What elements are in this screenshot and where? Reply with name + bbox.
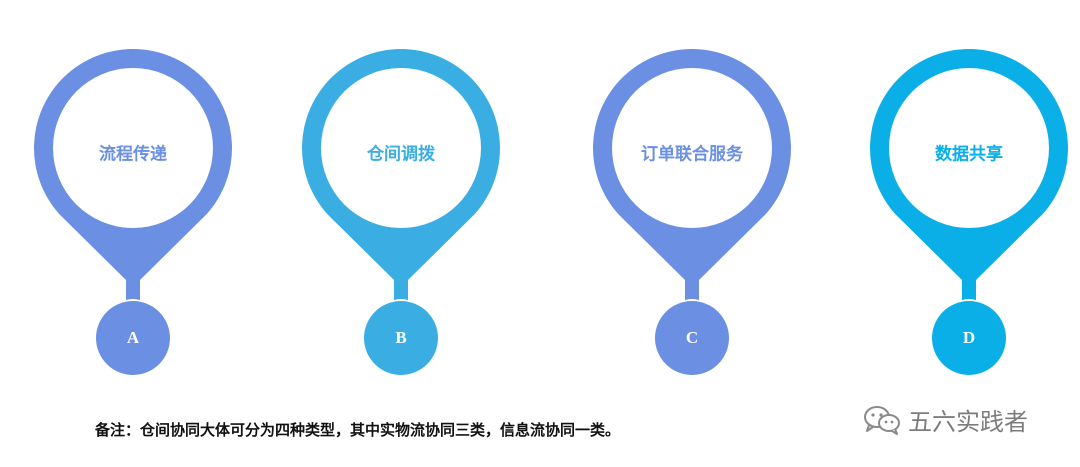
pin-label: 数据共享 — [935, 144, 1003, 165]
pin-b: 仓间调拨 B — [302, 49, 501, 375]
pin-base-circle — [364, 301, 438, 375]
pin-letter: B — [395, 328, 406, 347]
pin-letter: A — [127, 328, 140, 347]
footnote: 备注：仓间协同大体可分为四种类型，其中实物流协同三类，信息流协同一类。 — [95, 421, 621, 439]
pin-label: 订单联合服务 — [641, 144, 744, 165]
pin-d: 数据共享 D — [869, 48, 1068, 375]
pin-c: 订单联合服务 C — [593, 49, 792, 375]
pin-inner-circle — [53, 68, 213, 228]
pin-label: 仓间调拨 — [366, 144, 436, 165]
pin-inner-circle — [889, 68, 1049, 228]
pin-letter: D — [963, 328, 975, 347]
pin-inner-circle — [612, 68, 772, 228]
pin-base-circle — [932, 301, 1006, 375]
pin-base-circle — [96, 301, 170, 375]
watermark-text: 五六实践者 — [908, 408, 1028, 436]
wechat-icon — [864, 405, 900, 435]
pin-base-circle — [655, 301, 729, 375]
watermark: 五六实践者 — [862, 402, 1028, 437]
pins-group: 流程传递 A 仓间调拨 B 订单联合服务 C 数据共享 D — [34, 48, 1068, 375]
pin-a: 流程传递 A — [34, 48, 233, 375]
pin-letter: C — [686, 328, 698, 347]
pin-inner-circle — [321, 68, 481, 228]
pin-label: 流程传递 — [99, 144, 167, 165]
